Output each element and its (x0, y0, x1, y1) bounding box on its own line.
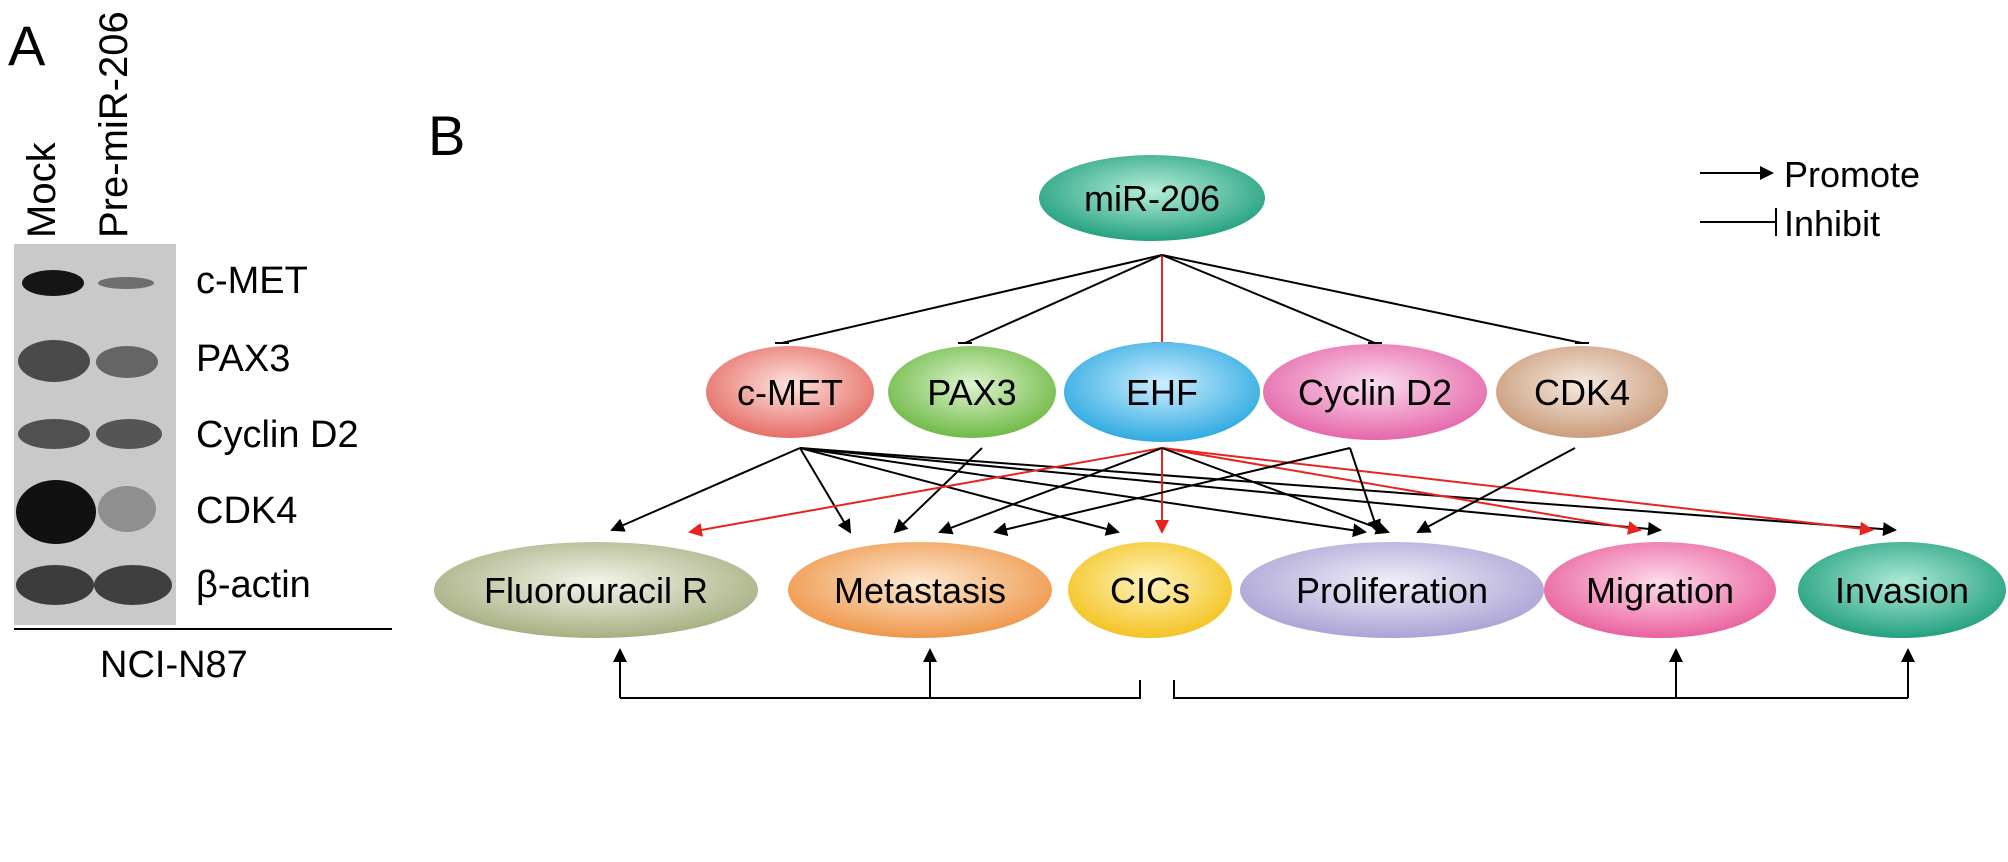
legend: Promote Inhibit (1700, 154, 1920, 244)
svg-text:EHF: EHF (1126, 372, 1198, 413)
panel-a-letter: A (8, 14, 46, 77)
blot-pax3 (14, 322, 176, 400)
svg-text:Cyclin D2: Cyclin D2 (1298, 372, 1452, 413)
protein-label-beta-actin: β-actin (196, 564, 311, 606)
node-mir-206: miR-206 (1039, 155, 1265, 241)
protein-label-cdk4: CDK4 (196, 490, 298, 532)
protein-label-cyclin-d2: Cyclin D2 (196, 414, 359, 456)
node-fluorouracil-r: Fluorouracil R (434, 542, 758, 638)
svg-text:CDK4: CDK4 (1534, 372, 1630, 413)
protein-label-pax3: PAX3 (196, 338, 291, 380)
protein-label-c-met: c-MET (196, 260, 308, 302)
svg-text:Invasion: Invasion (1835, 570, 1969, 611)
legend-inhibit-label: Inhibit (1784, 203, 1880, 244)
blot-cdk4 (14, 474, 176, 552)
node-cdk4: CDK4 (1496, 346, 1668, 438)
blot-beta-actin (14, 547, 176, 625)
node-proliferation: Proliferation (1240, 542, 1544, 638)
promote-edges (610, 447, 1897, 538)
cell-line-divider (14, 628, 392, 630)
legend-promote-label: Promote (1784, 154, 1920, 195)
node-cics: CICs (1068, 542, 1232, 638)
node-migration: Migration (1544, 542, 1776, 638)
svg-text:PAX3: PAX3 (927, 372, 1016, 413)
svg-text:CICs: CICs (1110, 570, 1190, 611)
node-ehf: EHF (1064, 342, 1260, 442)
svg-text:Proliferation: Proliferation (1296, 570, 1488, 611)
blot-c-met (14, 244, 176, 322)
svg-text:c-MET: c-MET (737, 372, 843, 413)
node-invasion: Invasion (1798, 542, 2006, 638)
cics-feedback-connectors (613, 648, 1915, 699)
node-label-mir-206: miR-206 (1084, 178, 1220, 219)
panel-b-letter: B (428, 104, 466, 167)
svg-text:Migration: Migration (1586, 570, 1734, 611)
node-pax3: PAX3 (888, 346, 1056, 438)
svg-text:Fluorouracil R: Fluorouracil R (484, 570, 708, 611)
node-c-met: c-MET (706, 346, 874, 438)
svg-text:Metastasis: Metastasis (834, 570, 1006, 611)
cell-line-label: NCI-N87 (100, 644, 248, 686)
blot-cyclin-d2 (14, 397, 176, 475)
node-metastasis: Metastasis (788, 542, 1052, 638)
node-cyclin-d2: Cyclin D2 (1263, 344, 1487, 440)
inhibit-edges (775, 254, 1589, 344)
